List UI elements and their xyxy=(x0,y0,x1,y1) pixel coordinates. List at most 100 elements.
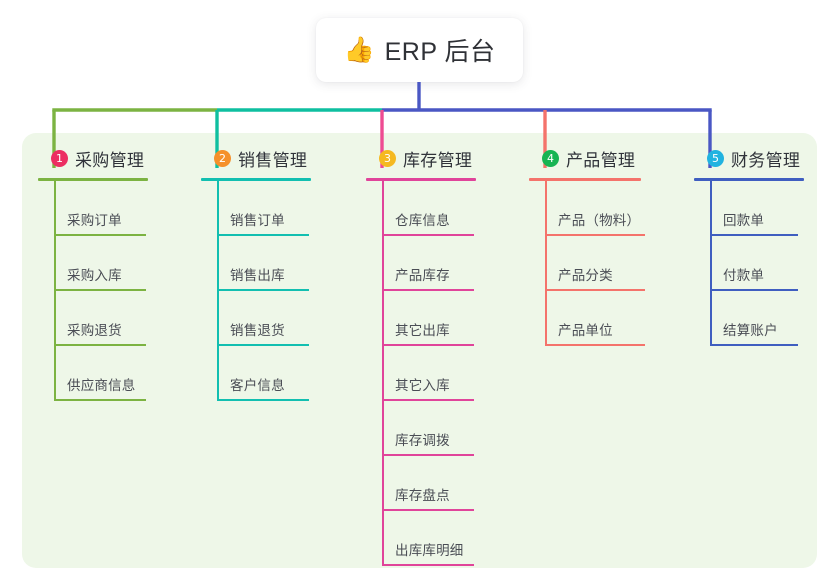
leaf-label: 仓库信息 xyxy=(395,213,450,228)
leaf-spine-1 xyxy=(54,181,56,401)
leaf-rule xyxy=(382,289,474,291)
leaf-label: 供应商信息 xyxy=(67,378,136,393)
leaf-item[interactable]: 采购入库 xyxy=(38,236,148,291)
leaf-label: 回款单 xyxy=(723,213,765,228)
leaf-list-2: 销售订单销售出库销售退货客户信息 xyxy=(201,181,311,401)
leaf-label: 付款单 xyxy=(723,268,765,283)
column-rule-5 xyxy=(694,178,804,181)
column-title-3: 库存管理 xyxy=(403,150,473,170)
column-rule-3 xyxy=(366,178,476,181)
leaf-rule xyxy=(217,344,309,346)
leaf-item[interactable]: 产品（物料） xyxy=(529,181,645,236)
column-header-2[interactable]: 2 销售管理 xyxy=(201,145,311,171)
leaf-label: 采购订单 xyxy=(67,213,122,228)
leaf-label: 客户信息 xyxy=(230,378,285,393)
leaf-spine-2 xyxy=(217,181,219,401)
diagram-panel xyxy=(22,133,817,568)
column-3: 3 库存管理仓库信息产品库存其它出库其它入库库存调拨库存盘点出库库明细 xyxy=(366,145,476,566)
column-title-1: 采购管理 xyxy=(75,150,145,170)
leaf-item[interactable]: 供应商信息 xyxy=(38,346,148,401)
leaf-rule xyxy=(382,344,474,346)
column-badge-1: 1 xyxy=(51,149,68,167)
leaf-label: 出库库明细 xyxy=(395,543,464,558)
thumbs-up-icon: 👍 xyxy=(343,35,375,64)
leaf-item[interactable]: 出库库明细 xyxy=(366,511,476,566)
leaf-list-5: 回款单付款单结算账户 xyxy=(694,181,804,346)
leaf-item[interactable]: 其它出库 xyxy=(366,291,476,346)
column-rule-1 xyxy=(38,178,148,181)
column-rule-4 xyxy=(529,178,641,181)
column-title-5: 财务管理 xyxy=(731,150,801,170)
leaf-item[interactable]: 仓库信息 xyxy=(366,181,476,236)
column-header-3[interactable]: 3 库存管理 xyxy=(366,145,476,171)
leaf-rule xyxy=(54,399,146,401)
leaf-item[interactable]: 回款单 xyxy=(694,181,804,236)
leaf-label: 产品（物料） xyxy=(558,213,641,228)
leaf-label: 销售订单 xyxy=(230,213,285,228)
leaf-rule xyxy=(54,234,146,236)
leaf-item[interactable]: 销售退货 xyxy=(201,291,311,346)
leaf-rule xyxy=(217,399,309,401)
column-badge-2: 2 xyxy=(214,149,231,167)
column-rule-2 xyxy=(201,178,311,181)
leaf-label: 库存调拨 xyxy=(395,433,450,448)
leaf-rule xyxy=(54,344,146,346)
leaf-label: 产品单位 xyxy=(558,323,613,338)
column-header-5[interactable]: 5 财务管理 xyxy=(694,145,804,171)
column-badge-4: 4 xyxy=(542,149,559,167)
leaf-rule xyxy=(217,234,309,236)
leaf-rule xyxy=(54,289,146,291)
leaf-rule xyxy=(545,234,645,236)
leaf-label: 销售出库 xyxy=(230,268,285,283)
column-1: 1 采购管理采购订单采购入库采购退货供应商信息 xyxy=(38,145,148,401)
leaf-item[interactable]: 库存盘点 xyxy=(366,456,476,511)
leaf-spine-3 xyxy=(382,181,384,566)
root-title: ERP 后台 xyxy=(384,38,496,66)
leaf-list-3: 仓库信息产品库存其它出库其它入库库存调拨库存盘点出库库明细 xyxy=(366,181,476,566)
column-5: 5 财务管理回款单付款单结算账户 xyxy=(694,145,804,346)
column-badge-5: 5 xyxy=(707,149,724,167)
leaf-label: 采购入库 xyxy=(67,268,122,283)
leaf-list-1: 采购订单采购入库采购退货供应商信息 xyxy=(38,181,148,401)
column-4: 4 产品管理产品（物料） 产品分类产品单位 xyxy=(529,145,645,346)
leaf-list-4: 产品（物料） 产品分类产品单位 xyxy=(529,181,645,346)
leaf-label: 其它出库 xyxy=(395,323,450,338)
leaf-item[interactable]: 结算账户 xyxy=(694,291,804,346)
leaf-label: 产品库存 xyxy=(395,268,450,283)
column-header-1[interactable]: 1 采购管理 xyxy=(38,145,148,171)
leaf-rule xyxy=(382,509,474,511)
leaf-item[interactable]: 库存调拨 xyxy=(366,401,476,456)
leaf-item[interactable]: 客户信息 xyxy=(201,346,311,401)
leaf-label: 其它入库 xyxy=(395,378,450,393)
leaf-rule xyxy=(217,289,309,291)
leaf-rule xyxy=(382,564,474,566)
leaf-item[interactable]: 其它入库 xyxy=(366,346,476,401)
leaf-rule xyxy=(382,234,474,236)
column-badge-3: 3 xyxy=(379,149,396,167)
column-title-4: 产品管理 xyxy=(566,150,636,170)
leaf-spine-4 xyxy=(545,181,547,346)
leaf-spine-5 xyxy=(710,181,712,346)
leaf-rule xyxy=(545,289,645,291)
leaf-item[interactable]: 产品单位 xyxy=(529,291,645,346)
leaf-label: 结算账户 xyxy=(723,323,778,338)
leaf-label: 产品分类 xyxy=(558,268,613,283)
leaf-rule xyxy=(710,234,798,236)
leaf-item[interactable]: 产品库存 xyxy=(366,236,476,291)
leaf-rule xyxy=(382,454,474,456)
leaf-item[interactable]: 产品分类 xyxy=(529,236,645,291)
column-title-2: 销售管理 xyxy=(238,150,308,170)
leaf-label: 销售退货 xyxy=(230,323,285,338)
leaf-item[interactable]: 销售订单 xyxy=(201,181,311,236)
leaf-rule xyxy=(545,344,645,346)
root-node[interactable]: 👍 ERP 后台 xyxy=(316,18,523,82)
column-header-4[interactable]: 4 产品管理 xyxy=(529,145,641,171)
leaf-rule xyxy=(710,289,798,291)
leaf-item[interactable]: 采购订单 xyxy=(38,181,148,236)
leaf-item[interactable]: 采购退货 xyxy=(38,291,148,346)
leaf-item[interactable]: 付款单 xyxy=(694,236,804,291)
leaf-label: 采购退货 xyxy=(67,323,122,338)
column-2: 2 销售管理销售订单销售出库销售退货客户信息 xyxy=(201,145,311,401)
leaf-item[interactable]: 销售出库 xyxy=(201,236,311,291)
leaf-rule xyxy=(710,344,798,346)
